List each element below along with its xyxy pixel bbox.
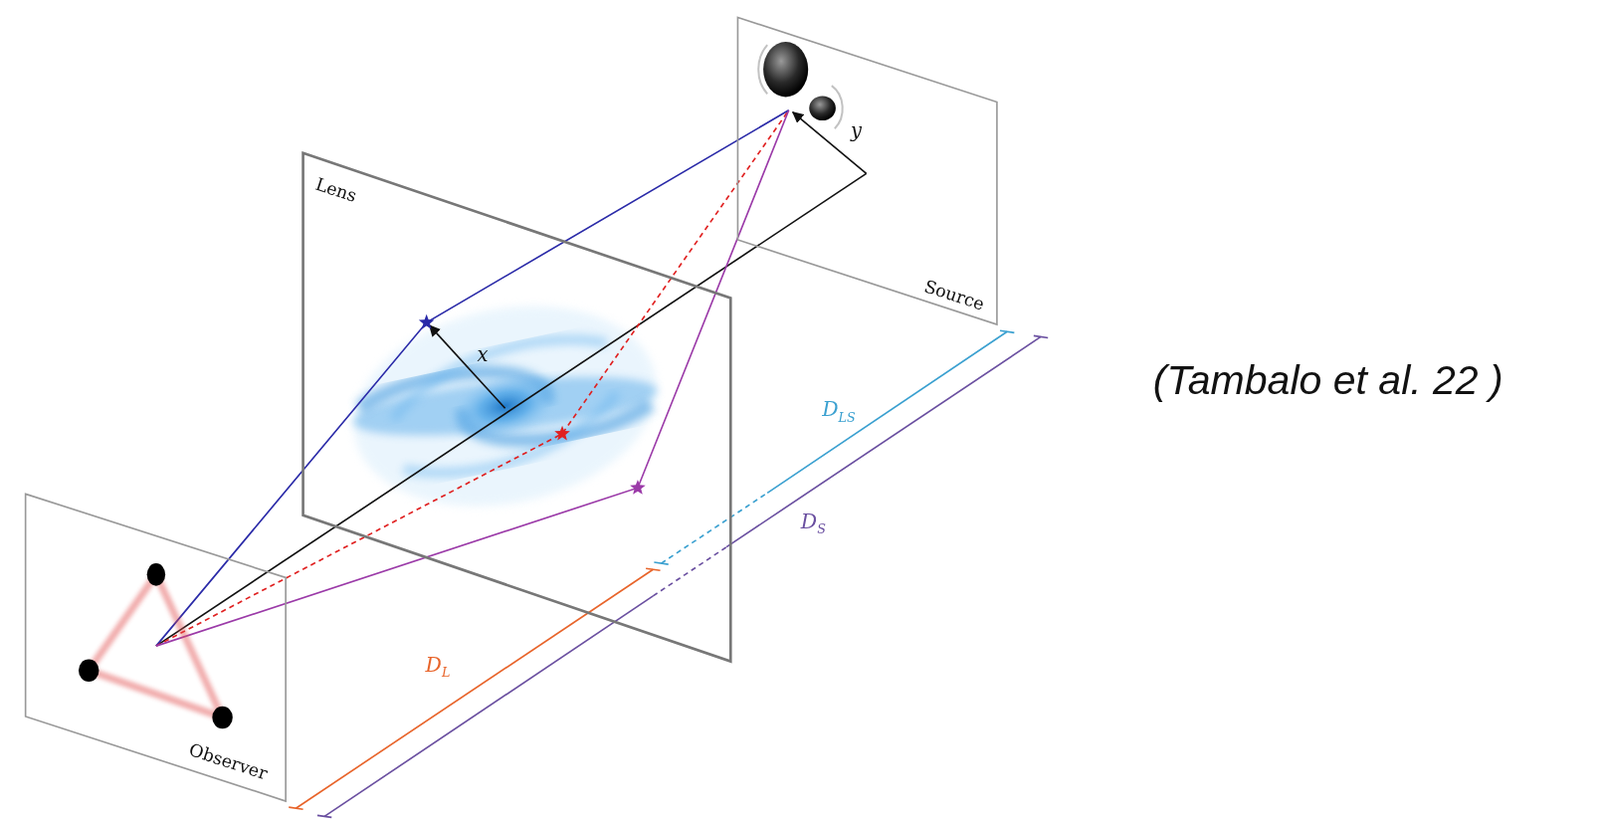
distance-label: DLS: [821, 396, 856, 424]
distance-bar: [661, 492, 769, 564]
bar-tick: [653, 562, 668, 565]
plane-label: Observer: [187, 739, 271, 785]
image-star: [554, 425, 571, 441]
plane-label: Lens: [313, 173, 360, 206]
image-star: [629, 479, 646, 495]
x-arrow: [429, 325, 506, 408]
y-arrow: [793, 112, 867, 175]
plane-outline: [25, 493, 287, 801]
vector-label: x: [477, 343, 489, 367]
galaxy: [333, 279, 677, 534]
bar-tick: [1000, 330, 1014, 333]
distance-label: DS: [800, 508, 826, 537]
image-star: [418, 314, 435, 330]
distance-bar: [767, 331, 1007, 493]
image-stars: [418, 314, 646, 495]
distance-bar: [324, 596, 653, 817]
distance-bars: [288, 330, 1048, 817]
distance-bar: [652, 547, 727, 597]
distance-label: DL: [424, 651, 450, 680]
distance-bar: [295, 569, 653, 808]
plane-outline: [737, 16, 997, 325]
plane: Observer: [25, 493, 287, 801]
bar-tick: [645, 568, 660, 571]
vector-label: y: [850, 119, 862, 143]
source-blobs: [758, 41, 843, 129]
bar-tick: [1033, 335, 1048, 338]
plane: Lens: [303, 153, 732, 662]
plane-label: Source: [921, 275, 987, 315]
plane-outline-path: [303, 153, 732, 662]
optical-axis: [156, 173, 867, 646]
plane: Source: [737, 16, 997, 325]
plane-outline-path: [25, 493, 287, 801]
distance-bar: [726, 336, 1041, 547]
plane-outline-path: [737, 16, 997, 325]
observer-array: [78, 563, 233, 729]
bar-tick: [317, 814, 332, 817]
bar-tick: [288, 806, 303, 809]
plane-outline: [303, 153, 732, 662]
citation-caption: (Tambalo et al. 22 ): [1153, 356, 1504, 402]
